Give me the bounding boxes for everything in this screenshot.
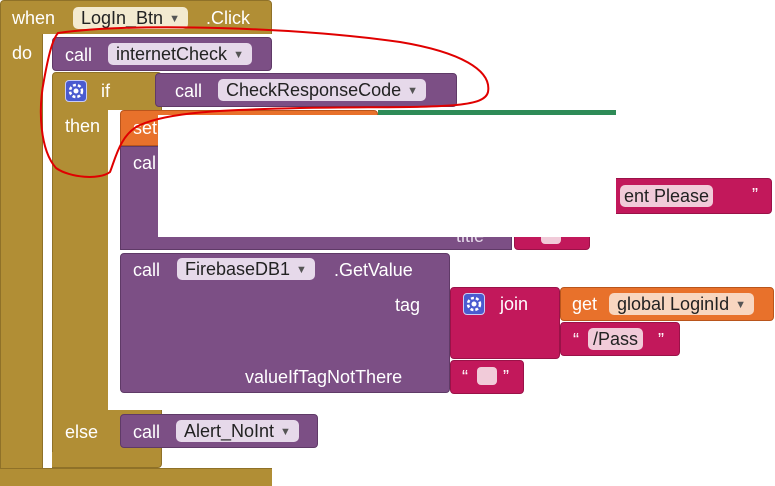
string-value: ent Please <box>624 186 710 206</box>
variable-name: global LoginId <box>617 294 730 314</box>
if-block-bottom <box>52 452 112 468</box>
procedure-name: CheckResponseCode <box>226 80 402 100</box>
procedure-name: internetCheck <box>116 44 228 64</box>
quote-close: ” <box>503 367 509 387</box>
chevron-down-icon: ▼ <box>280 426 291 438</box>
gear-icon-glyph <box>68 83 84 99</box>
empty-string-box[interactable] <box>477 367 497 385</box>
call-label: call <box>175 81 203 101</box>
quote-open: “ <box>462 367 468 387</box>
else-label: else <box>65 422 99 442</box>
call-label: cal <box>133 153 157 173</box>
procedure-name: Alert_NoInt <box>184 421 275 441</box>
component-dropdown-login-btn[interactable]: LogIn_Btn ▼ <box>73 7 188 29</box>
call-label: call <box>133 422 161 442</box>
then-label: then <box>65 116 101 136</box>
quote-close: ” <box>752 185 758 205</box>
event-block-bottom-bar <box>0 468 272 486</box>
gear-icon[interactable] <box>65 80 87 102</box>
chevron-down-icon: ▼ <box>735 299 746 311</box>
procedure-dropdown-check-response-code[interactable]: CheckResponseCode ▼ <box>218 79 426 101</box>
chevron-down-icon: ▼ <box>233 49 244 61</box>
quote-open: “ <box>573 330 579 350</box>
call-label: call <box>65 45 93 65</box>
green-block-strip[interactable] <box>378 110 616 118</box>
gear-icon[interactable] <box>463 293 485 315</box>
string-value: /Pass <box>593 329 639 349</box>
method-name: .GetValue <box>334 260 413 280</box>
string-value-pass[interactable]: /Pass <box>588 328 644 350</box>
event-name: .Click <box>206 8 250 28</box>
chevron-down-icon: ▼ <box>169 13 180 25</box>
tag-label: tag <box>395 295 421 315</box>
do-label: do <box>12 43 33 63</box>
when-label: when <box>12 8 56 28</box>
component-dropdown-firebasedb1[interactable]: FirebaseDB1 ▼ <box>177 258 315 280</box>
quote-close: ” <box>658 330 664 350</box>
get-label: get <box>572 294 598 314</box>
if-label: if <box>101 81 110 101</box>
chevron-down-icon: ▼ <box>296 264 307 276</box>
call-label: call <box>133 260 161 280</box>
redacted-area <box>158 115 616 237</box>
chevron-down-icon: ▼ <box>407 85 418 97</box>
string-value-please[interactable]: ent Please <box>620 185 714 207</box>
variable-dropdown-login-id[interactable]: global LoginId ▼ <box>609 293 754 315</box>
set-label: set <box>133 118 158 138</box>
component-name: LogIn_Btn <box>81 8 164 28</box>
component-name: FirebaseDB1 <box>185 259 291 279</box>
gear-icon-glyph <box>466 296 482 312</box>
value-if-tag-not-there-label: valueIfTagNotThere <box>245 367 403 387</box>
procedure-dropdown-internet-check[interactable]: internetCheck ▼ <box>108 43 252 65</box>
join-label: join <box>500 294 529 314</box>
procedure-dropdown-alert-noint[interactable]: Alert_NoInt ▼ <box>176 420 299 442</box>
